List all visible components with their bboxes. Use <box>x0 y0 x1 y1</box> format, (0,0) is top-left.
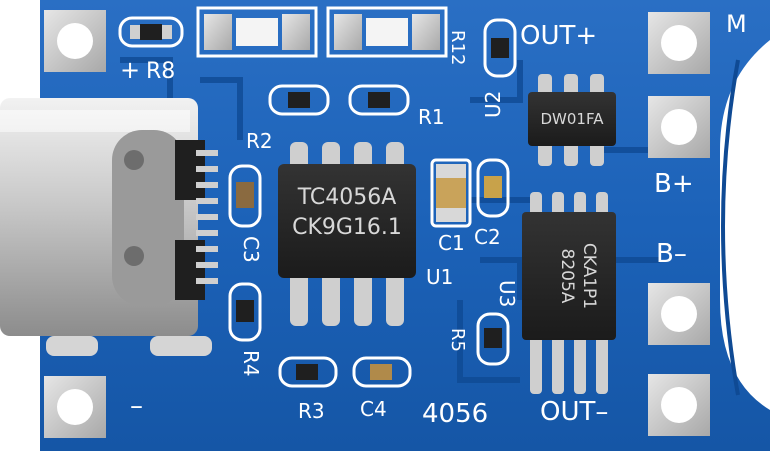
label-r5: R5 <box>447 328 468 352</box>
label-u3: U3 <box>495 280 519 307</box>
led-indicators <box>196 6 448 58</box>
label-c1: C1 <box>438 231 465 255</box>
label-c2: C2 <box>474 225 501 249</box>
u1-chip: TC4056A CK9G16.1 <box>278 142 416 326</box>
label-out-plus: OUT+ <box>520 21 597 51</box>
label-c4: C4 <box>360 397 387 421</box>
label-r2: R2 <box>246 129 273 153</box>
label-out-minus: OUT– <box>540 397 608 427</box>
label-minus: – <box>130 391 143 421</box>
u3-chip: 8205A CKA1P1 <box>522 192 616 394</box>
silkscreen-labels: OUT+ OUT– B+ B– M + – 4056 R8 R1 R2 R3 C… <box>120 10 747 429</box>
label-r1: R1 <box>418 105 445 129</box>
label-r4: R4 <box>239 350 263 377</box>
label-m: M <box>726 10 747 38</box>
label-b-minus: B– <box>656 239 687 269</box>
label-c3: C3 <box>239 236 263 263</box>
u2-marking: DW01FA <box>541 110 605 128</box>
label-u1: U1 <box>426 265 453 289</box>
label-plus: + <box>120 56 140 84</box>
label-r12: R12 <box>447 30 468 65</box>
label-r3: R3 <box>298 399 325 423</box>
label-u2: U2 <box>481 91 505 118</box>
u1-marking-line1: TC4056A <box>297 185 397 210</box>
mounting-pads <box>44 10 710 438</box>
pcb-right-edge-notch <box>721 59 740 396</box>
u1-marking-line2: CK9G16.1 <box>292 215 402 240</box>
u2-chip: DW01FA <box>528 74 616 166</box>
u3-marking-line2: CKA1P1 <box>579 243 599 309</box>
u3-marking-line1: 8205A <box>557 249 577 304</box>
label-b-plus: B+ <box>654 169 694 199</box>
usb-c-connector <box>0 98 218 356</box>
label-r8: R8 <box>146 59 175 84</box>
smd-components <box>118 16 517 388</box>
label-model: 4056 <box>422 399 488 429</box>
